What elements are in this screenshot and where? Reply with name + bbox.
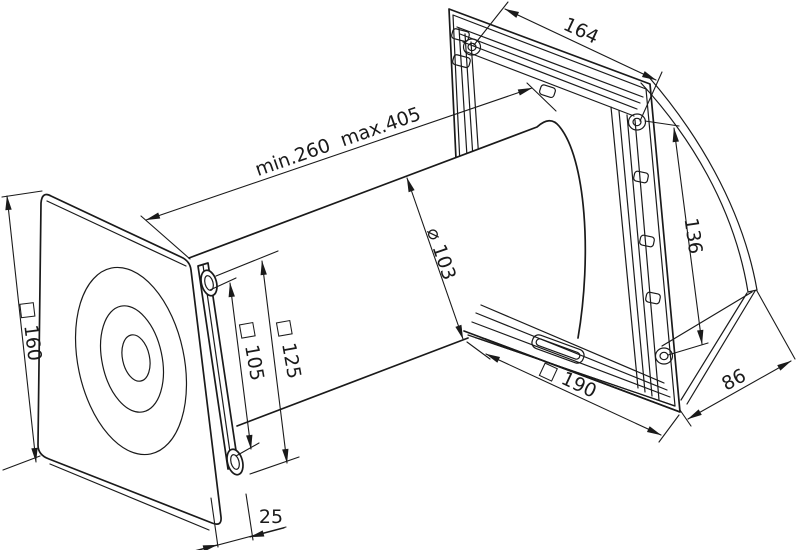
dim-label-wall-plate-size: □ 190 (536, 357, 600, 402)
dim-cover-depth: 86 (679, 360, 792, 427)
dim-label-cover-depth: 86 (718, 365, 750, 396)
dim-label-frame-height: 136 (680, 217, 707, 256)
dim-label-frame-width: 164 (560, 13, 602, 48)
dim-frame-width: 164 (473, 1, 663, 122)
front-panel (37, 193, 222, 525)
grille-circles (74, 266, 188, 456)
dim-label-panel-depth: 25 (259, 506, 283, 528)
dim-frame-height: 136 (644, 120, 709, 356)
screw-top-right (627, 113, 647, 131)
frame-clip-right-3 (645, 291, 661, 305)
frame-clip-right-2 (639, 234, 655, 248)
mount-boss-bottom (226, 448, 244, 476)
frame-clip-top (538, 84, 556, 99)
screw-top-left (451, 28, 482, 69)
mount-boss-top (200, 269, 218, 297)
frame-clip-right-1 (633, 170, 649, 184)
dim-panel-depth: 25 (195, 493, 287, 550)
dim-label-telescopic-length: min.260 max.405 (252, 103, 423, 181)
dim-wall-plate-size: □ 190 (466, 341, 680, 443)
front-panel-assembly (37, 193, 244, 531)
